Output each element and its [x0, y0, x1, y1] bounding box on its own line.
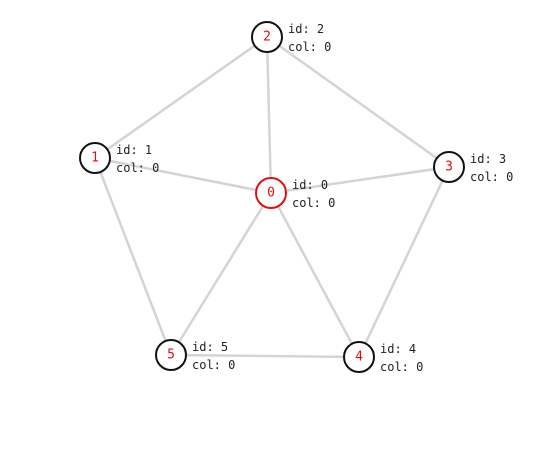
node-label: 5 — [167, 348, 175, 363]
edge-2-3 — [265, 35, 451, 169]
edge-0-1 — [93, 156, 273, 195]
edges-layer — [93, 35, 451, 359]
graph-node-5[interactable]: 5 id: 5 col: 0 — [155, 339, 235, 372]
node-circle[interactable] — [251, 21, 283, 53]
graph-node-0[interactable]: 0 id: 0 col: 0 — [255, 177, 335, 210]
node-label: 1 — [91, 151, 99, 166]
node-circle[interactable] — [433, 151, 465, 183]
graph-node-4[interactable]: 4 id: 4 col: 0 — [343, 341, 423, 374]
graph-node-1[interactable]: 1 id: 1 col: 0 — [79, 142, 159, 175]
node-circle[interactable] — [343, 341, 375, 373]
node-info-col: col: 0 — [292, 196, 335, 210]
node-circle[interactable] — [79, 142, 111, 174]
node-circle[interactable] — [155, 339, 187, 371]
edge-3-4 — [357, 165, 451, 359]
graph-node-2[interactable]: 2 id: 2 col: 0 — [251, 21, 331, 54]
edge-4-5 — [169, 353, 361, 359]
node-circle[interactable] — [255, 177, 287, 209]
node-label: 0 — [267, 186, 275, 201]
edge-0-2 — [265, 35, 273, 195]
node-label: 4 — [355, 350, 363, 365]
node-info-col: col: 0 — [192, 358, 235, 372]
edge-0-3 — [269, 165, 451, 195]
node-info-id: id: 5 — [192, 340, 228, 354]
node-info-id: id: 4 — [380, 342, 416, 356]
node-info-col: col: 0 — [288, 40, 331, 54]
nodes-layer: 0 id: 0 col: 0 1 id: 1 col: 0 2 id: 2 col: 0 3 id:… — [79, 21, 513, 374]
edge-1-2 — [93, 35, 269, 160]
node-info-col: col: 0 — [380, 360, 423, 374]
edge-0-4 — [269, 191, 361, 359]
node-info-id: id: 1 — [116, 143, 152, 157]
graph-node-3[interactable]: 3 id: 3 col: 0 — [433, 151, 513, 184]
node-info-id: id: 0 — [292, 178, 328, 192]
node-info-col: col: 0 — [116, 161, 159, 175]
node-info-col: col: 0 — [470, 170, 513, 184]
edge-5-1 — [93, 156, 173, 357]
node-info-id: id: 3 — [470, 152, 506, 166]
node-label: 3 — [445, 160, 453, 175]
node-label: 2 — [263, 30, 271, 45]
node-info-id: id: 2 — [288, 22, 324, 36]
edge-0-5 — [169, 191, 273, 357]
